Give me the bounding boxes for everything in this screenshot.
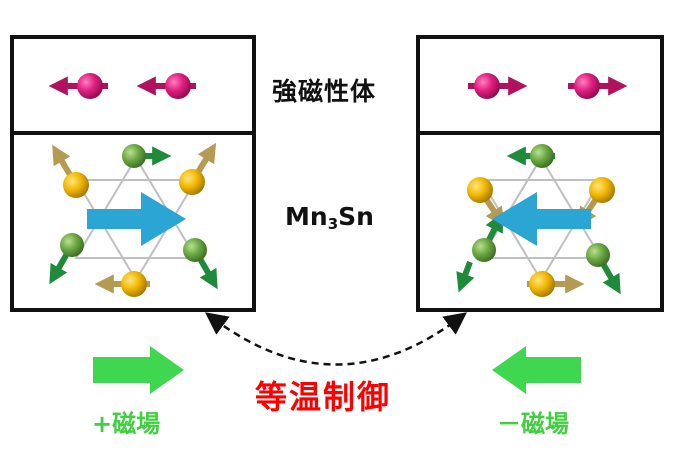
mn3sn-label-tail: Sn xyxy=(338,202,374,231)
isothermal-control-label: 等温制御 xyxy=(255,378,392,416)
mn3sn-label-subscript: 3 xyxy=(327,215,339,233)
left-panel xyxy=(10,35,256,312)
left-ferro-spin-1 xyxy=(48,73,108,99)
right-yellow-atom-left xyxy=(467,177,505,227)
left-yellow-atom-right xyxy=(179,142,217,195)
right-ferro-spin-1 xyxy=(468,73,528,99)
mn3sn-label: Mn3Sn xyxy=(285,202,374,233)
right-panel xyxy=(416,35,664,312)
ferromagnet-label: 強磁性体 xyxy=(272,77,377,106)
plus-field-arrow-icon xyxy=(93,346,184,394)
right-green-atom-right xyxy=(586,243,621,295)
right-ferro-spin-2 xyxy=(568,73,628,99)
left-green-atom-left xyxy=(49,233,84,285)
right-net-moment-arrow xyxy=(492,192,591,246)
left-net-moment-arrow xyxy=(87,192,186,246)
right-green-atom-top xyxy=(506,144,555,168)
left-ferro-box xyxy=(10,35,256,135)
left-green-atom-top xyxy=(122,144,172,168)
left-ferro-spin-2 xyxy=(136,73,196,99)
left-yellow-atom-left xyxy=(52,144,89,198)
right-green-atom-left xyxy=(472,212,503,262)
left-yellow-atom-bottom xyxy=(94,271,150,297)
right-green-atom-bottom-extra xyxy=(456,260,475,293)
minus-field-label: －磁場 xyxy=(497,410,569,438)
left-green-atom-right xyxy=(183,238,218,290)
minus-field-arrow-icon xyxy=(492,346,581,394)
right-mn3sn-box xyxy=(416,131,664,312)
right-yellow-atom-right xyxy=(577,177,615,227)
dashed-double-arrow-icon xyxy=(204,312,468,366)
left-mn3sn-box xyxy=(10,131,256,312)
plus-field-label: +磁場 xyxy=(92,410,161,438)
mn3sn-label-main: Mn xyxy=(285,202,328,231)
right-yellow-atom-bottom xyxy=(527,271,585,297)
right-ferro-box xyxy=(416,35,664,135)
